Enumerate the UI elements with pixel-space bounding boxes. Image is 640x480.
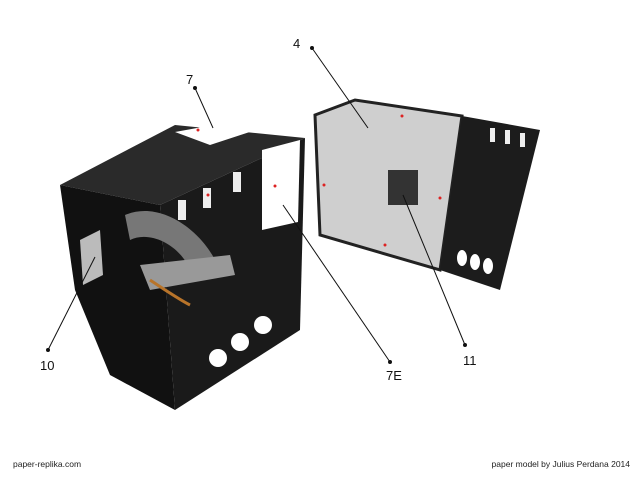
part-label-11: 11 bbox=[463, 353, 477, 368]
part-label-4: 4 bbox=[293, 36, 301, 51]
top-white-panel bbox=[175, 122, 262, 145]
square-opening bbox=[388, 170, 418, 205]
red-markers bbox=[196, 128, 277, 197]
right-block-dark-face bbox=[440, 116, 540, 290]
part-label-7: 7 bbox=[186, 72, 194, 87]
mechanism-detail-2 bbox=[140, 255, 235, 290]
slot-markers bbox=[178, 172, 241, 220]
leader-lines bbox=[46, 46, 467, 364]
left-block bbox=[60, 122, 305, 410]
part-label-10: 10 bbox=[40, 358, 55, 373]
part-label-7e: 7E bbox=[386, 368, 402, 383]
slots-right bbox=[490, 128, 525, 147]
site-credit: paper-replika.com bbox=[13, 459, 82, 469]
author-credit: paper model by Julius Perdana 2014 bbox=[491, 459, 630, 469]
mechanism-detail bbox=[125, 211, 215, 270]
copper-wire bbox=[149, 278, 191, 307]
right-block bbox=[313, 98, 540, 290]
white-dials bbox=[209, 316, 272, 367]
left-block-top-face bbox=[60, 125, 305, 205]
red-markers-right bbox=[322, 114, 442, 247]
side-grey-opening bbox=[80, 230, 103, 285]
front-white-panel-7e bbox=[262, 140, 300, 230]
white-dials-right bbox=[457, 250, 493, 274]
